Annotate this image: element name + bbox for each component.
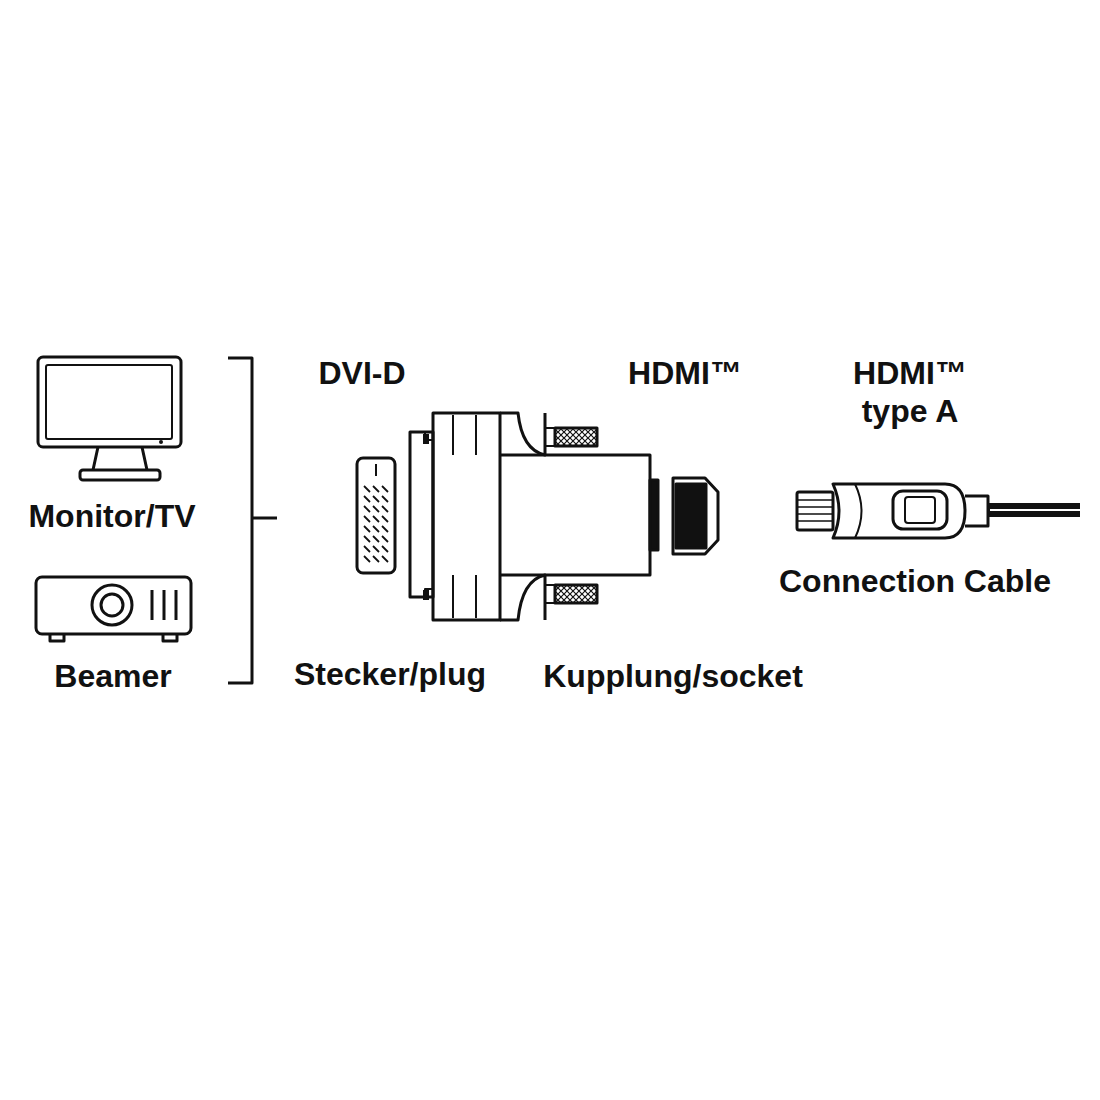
dvi-pin	[373, 536, 379, 542]
dvi-pin	[373, 516, 379, 522]
dvi-plug-face	[357, 458, 395, 573]
dvi-pin	[373, 486, 379, 492]
dvi-pin	[382, 556, 388, 562]
part-label: HDMI™ type A	[835, 354, 985, 431]
bracket	[228, 358, 277, 683]
adapter-body	[410, 413, 658, 620]
part-label: Monitor/TV	[28, 497, 195, 535]
part-label: Stecker/plug	[294, 655, 486, 693]
part-label: Beamer	[54, 657, 171, 695]
dvi-pin	[382, 506, 388, 512]
dvi-pin	[364, 536, 370, 542]
dvi-pin	[373, 526, 379, 532]
dvi-pin	[373, 496, 379, 502]
part-label: DVI-D	[318, 354, 405, 392]
dvi-pin	[382, 536, 388, 542]
part-label: HDMI™	[628, 354, 742, 392]
dvi-pin	[382, 526, 388, 532]
monitor-icon	[38, 357, 181, 480]
dvi-pin	[382, 496, 388, 502]
dvi-pin	[382, 546, 388, 552]
dvi-pin	[382, 486, 388, 492]
dvi-pin	[373, 556, 379, 562]
hdmi-cable	[797, 484, 1080, 538]
dvi-pin	[382, 516, 388, 522]
part-label: Kupplung/socket	[543, 657, 803, 695]
part-label: Connection Cable	[779, 562, 1051, 600]
dvi-pin	[373, 546, 379, 552]
dvi-pin	[364, 506, 370, 512]
dvi-pin	[364, 546, 370, 552]
dvi-pin	[373, 506, 379, 512]
hdmi-socket-face	[673, 478, 718, 554]
dvi-pin	[364, 496, 370, 502]
dvi-pin	[364, 526, 370, 532]
projector-icon	[36, 577, 191, 641]
dvi-pin	[364, 516, 370, 522]
dvi-pin	[364, 486, 370, 492]
dvi-pin	[364, 556, 370, 562]
